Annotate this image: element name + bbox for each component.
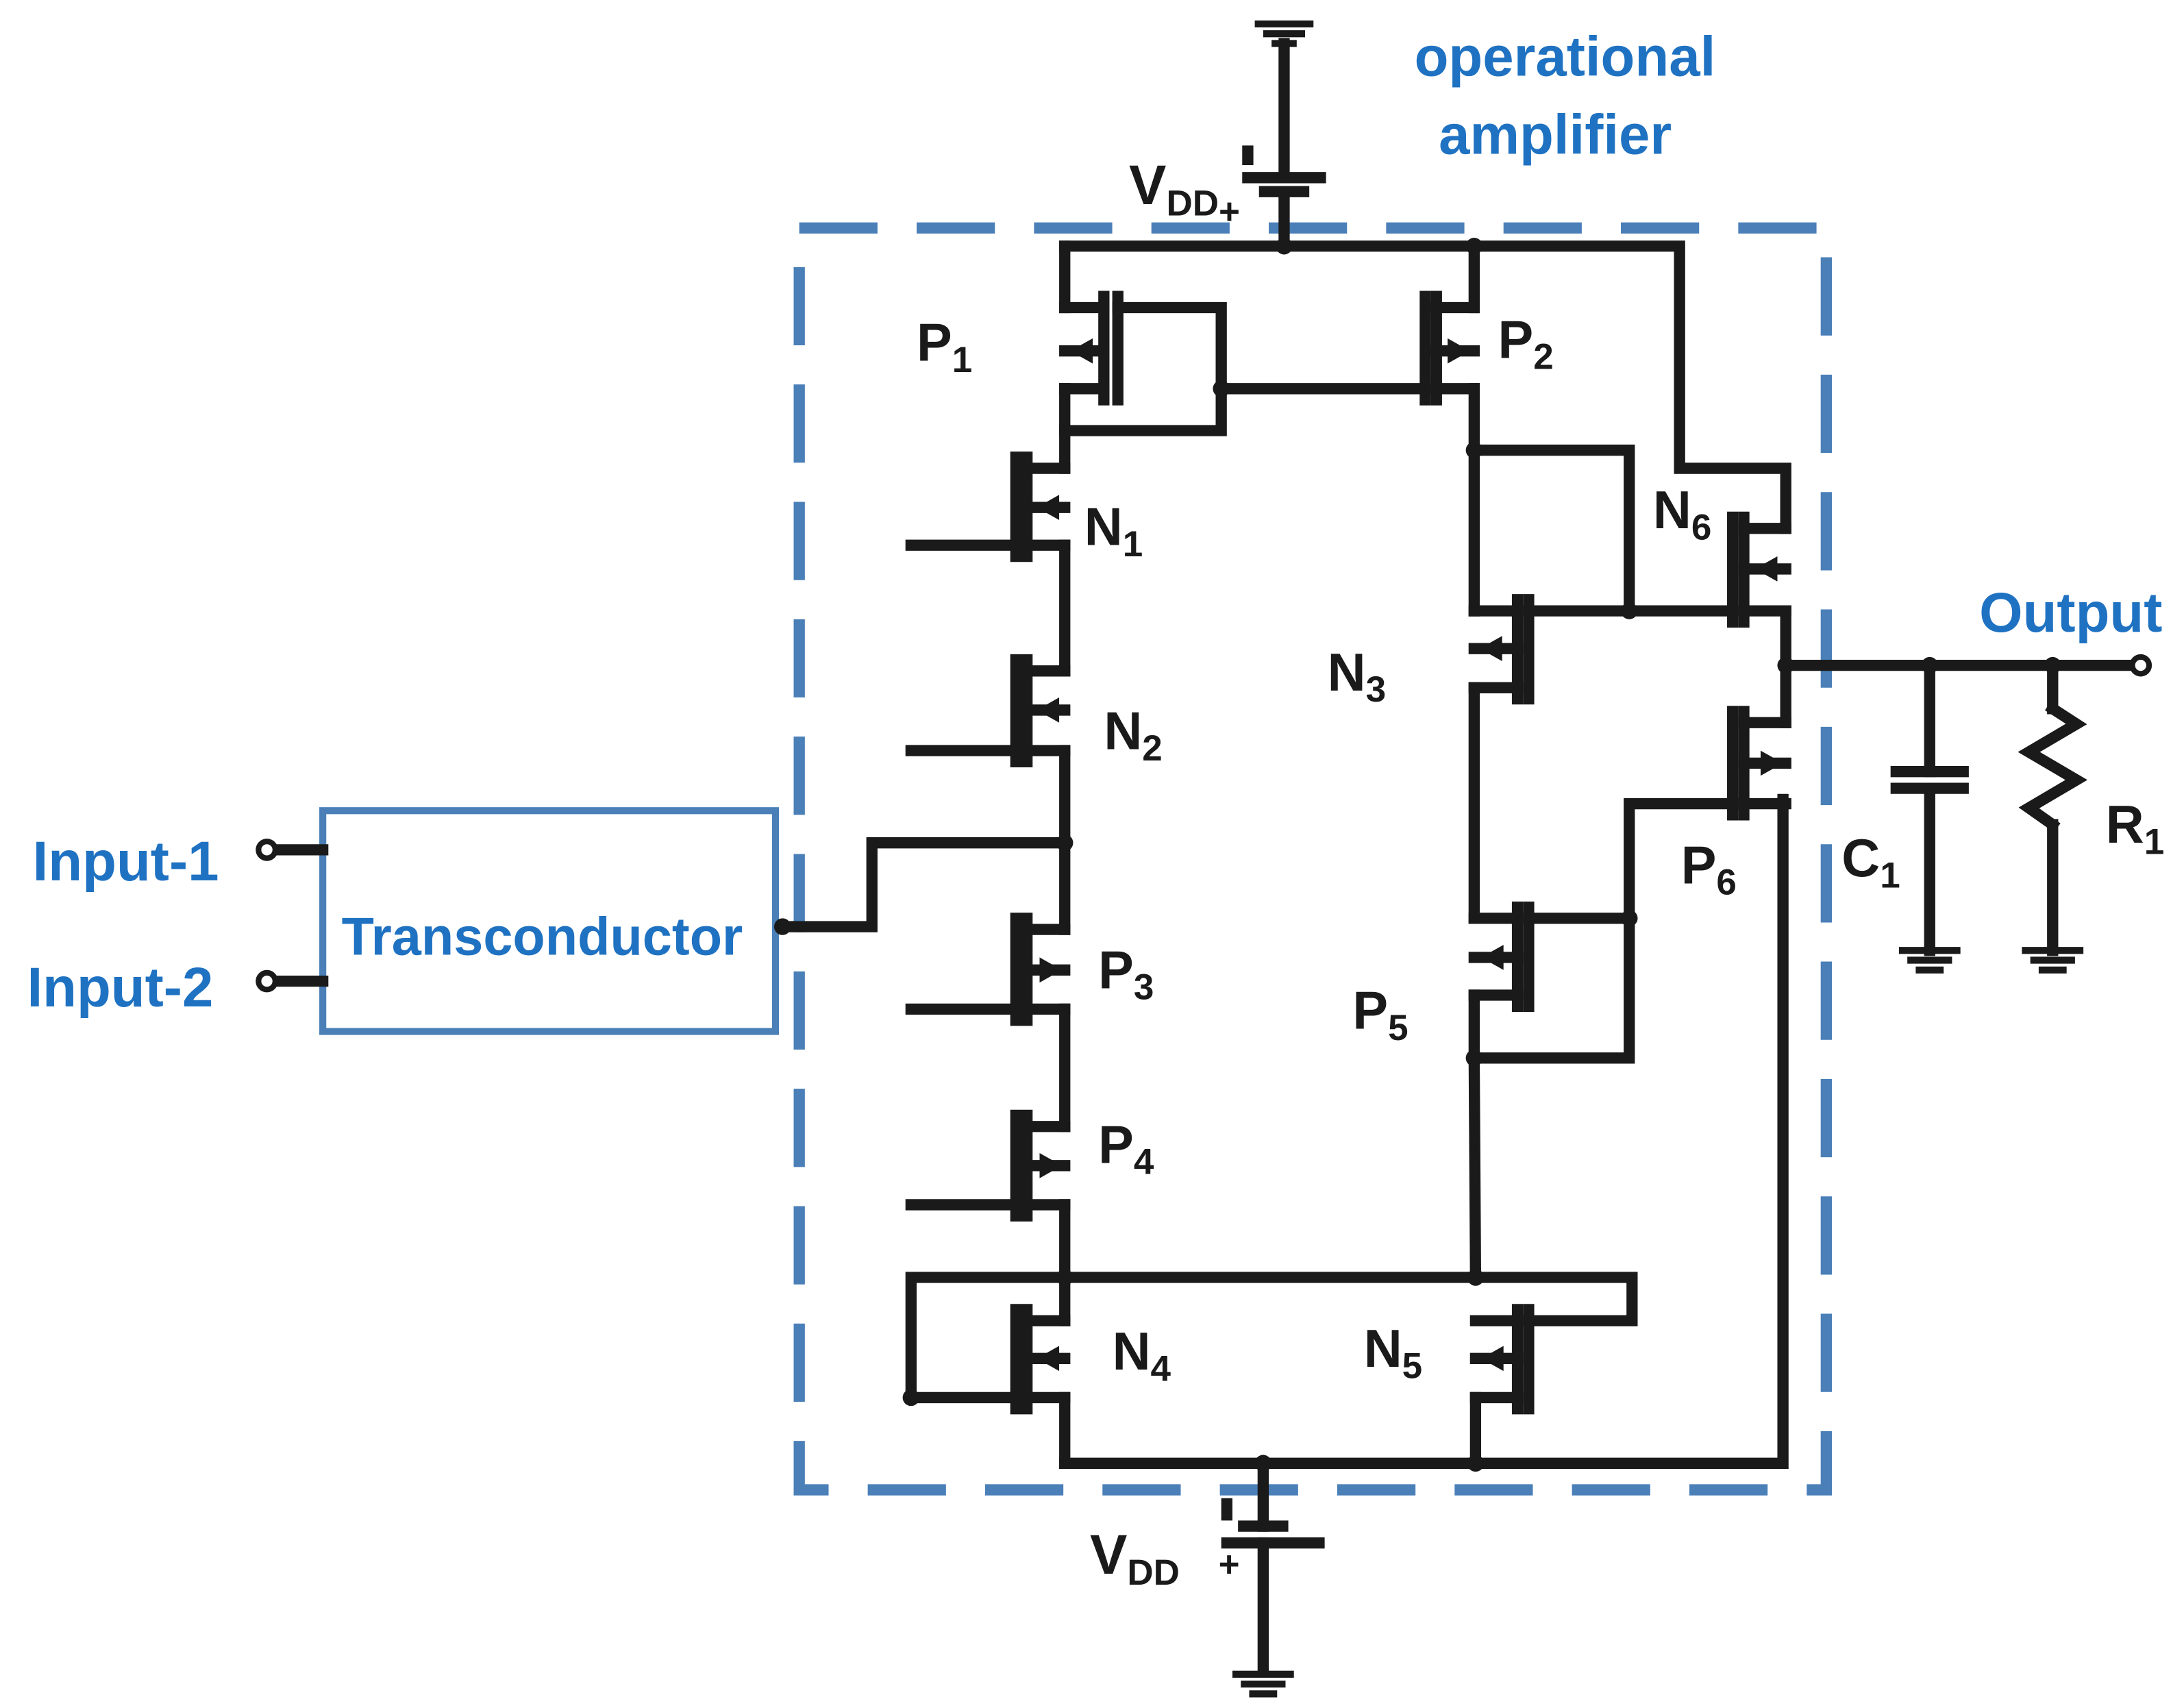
transistor-p5 xyxy=(1465,901,1638,1283)
top-rail xyxy=(1059,238,1791,534)
output-wire xyxy=(1777,654,2152,677)
vdd-bottom-plus: + xyxy=(1219,1544,1240,1585)
title-line-2: amplifier xyxy=(1439,104,1672,166)
input-2-terminal xyxy=(256,969,329,993)
transistor-n4 xyxy=(905,1304,1071,1469)
label-r1: R1 xyxy=(2106,795,2164,862)
capacitor-c1 xyxy=(1890,659,1969,974)
label-n4: N4 xyxy=(1113,1322,1171,1389)
vdd-bottom-label: VDD xyxy=(1090,1524,1180,1593)
input-2-label: Input-2 xyxy=(27,956,213,1019)
resistor-r1 xyxy=(2018,659,2088,974)
label-c1: C1 xyxy=(1841,829,1900,895)
transconductor-output-wire xyxy=(773,837,1071,935)
transistor-p3 xyxy=(905,913,1071,1133)
vdd-bottom-source xyxy=(1221,1457,1325,1698)
transistor-p6 xyxy=(1727,706,1791,821)
label-p6: P6 xyxy=(1681,836,1737,902)
title-line-1: operational xyxy=(1415,25,1716,88)
label-n6: N6 xyxy=(1653,481,1711,547)
transconductor-label: Transconductor xyxy=(342,907,743,966)
input-1-terminal xyxy=(256,839,329,861)
transistor-p4 xyxy=(905,1109,1071,1326)
label-p1: P1 xyxy=(917,313,972,380)
vdd-top-label: VDD+ xyxy=(1129,154,1240,232)
transconductor-block xyxy=(319,807,780,1035)
p5-p6-gate-wire xyxy=(1624,797,1739,924)
transistor-n1 xyxy=(905,451,1071,677)
label-p2: P2 xyxy=(1498,310,1554,377)
transistor-n5 xyxy=(1469,1304,1535,1469)
node-n3-top xyxy=(1465,441,1635,617)
transistor-p1 xyxy=(1059,290,1230,436)
transistor-n2 xyxy=(905,654,1074,935)
label-n3: N3 xyxy=(1328,643,1386,710)
transistor-n6 xyxy=(1727,511,1791,728)
bottom-rail xyxy=(1059,793,1789,1472)
label-p4: P4 xyxy=(1098,1115,1154,1182)
opamp-boundary xyxy=(793,222,1833,1496)
label-n5: N5 xyxy=(1364,1320,1422,1386)
label-p3: P3 xyxy=(1098,941,1154,1007)
input-1-label: Input-1 xyxy=(33,830,219,893)
transistor-p2 xyxy=(1419,290,1480,456)
transistor-n3 xyxy=(1468,594,1739,924)
vdd-top-source xyxy=(1242,20,1326,255)
label-p5: P5 xyxy=(1352,981,1408,1048)
output-label: Output xyxy=(1979,582,2162,644)
label-n2: N2 xyxy=(1104,702,1162,769)
label-n1: N1 xyxy=(1084,498,1143,565)
